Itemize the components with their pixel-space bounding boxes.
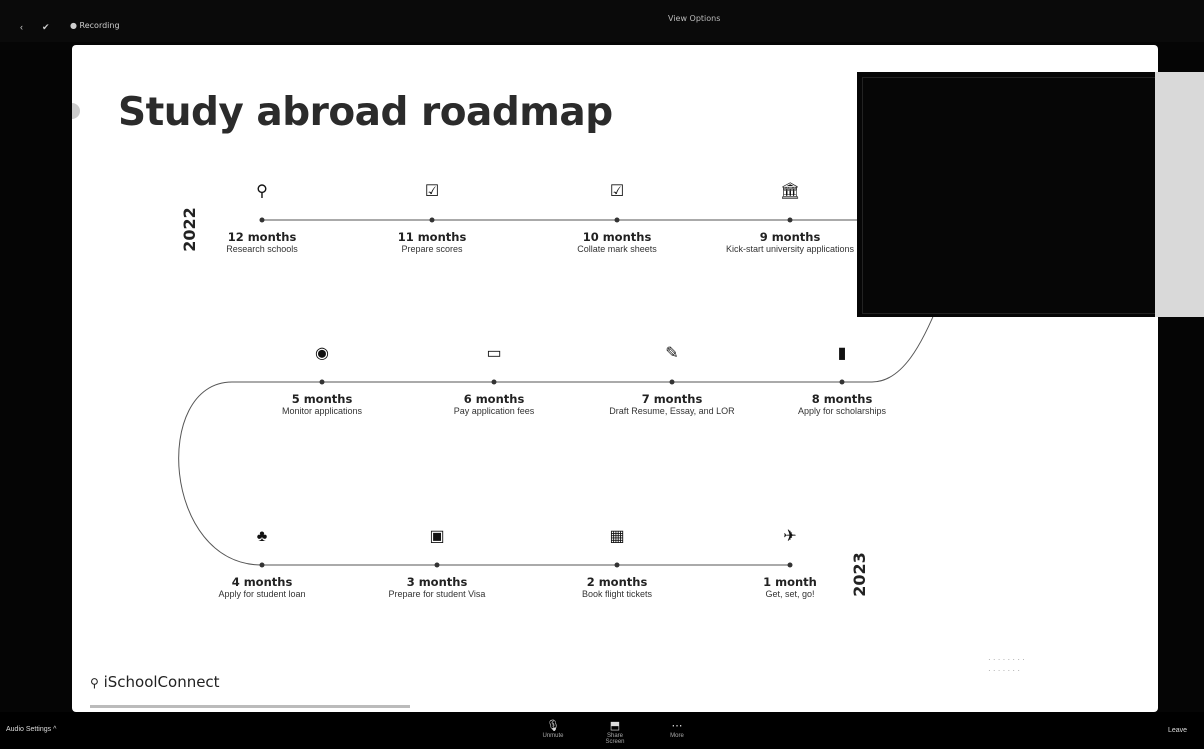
draft-document-icon: ✎ [665, 345, 679, 362]
roadmap-node [319, 379, 325, 385]
search-icon: ⚲ [256, 183, 268, 200]
video-background [1155, 72, 1204, 317]
view-options-menu[interactable]: View Options [668, 14, 721, 23]
step-description: Get, set, go! [765, 589, 815, 599]
recording-indicator[interactable]: ● Recording [70, 21, 120, 30]
screen-share-icon: ⬒ [609, 720, 621, 732]
slide-bullet-icon [72, 103, 80, 119]
more-label: More [670, 733, 684, 739]
scholarship-icon: ▮ [837, 345, 847, 362]
watermark-text: · · · · · · · ·· · · · · · · [988, 655, 1025, 675]
step-months: 6 months [463, 392, 525, 406]
roadmap-node [429, 217, 435, 223]
step-months: 9 months [759, 230, 821, 244]
step-description: Prepare for student Visa [388, 589, 486, 599]
logo: ⚲ iSchoolConnect [90, 673, 220, 691]
logo-text: iSchoolConnect [103, 673, 220, 691]
roadmap-node [669, 379, 675, 385]
unmute-label: Unmute [542, 733, 564, 739]
step-months: 3 months [406, 575, 468, 589]
payment-card-icon: ▭ [486, 345, 502, 362]
participant-video[interactable] [857, 72, 1204, 317]
clipboard-check-icon: ☑ [424, 183, 440, 200]
step-months: 1 month [763, 575, 817, 589]
piggy-bank-icon: ♣ [256, 528, 268, 545]
audio-settings-button[interactable]: Audio Settings ^ [6, 726, 57, 733]
passport-icon: ▣ [429, 528, 445, 545]
airplane-icon: ✈ [783, 528, 797, 545]
video-frame [862, 77, 1202, 314]
shield-icon[interactable]: ✔ [42, 22, 50, 32]
roadmap-node [434, 562, 440, 568]
roadmap-node [259, 217, 265, 223]
step-description: Book flight tickets [581, 589, 653, 599]
step-description: Prepare scores [401, 244, 463, 254]
roadmap-node [614, 217, 620, 223]
calendar-check-icon: ▦ [609, 528, 625, 545]
roadmap-node [491, 379, 497, 385]
slide-progress-bar [90, 705, 410, 708]
step-description: Apply for student loan [218, 589, 306, 599]
step-months: 7 months [641, 392, 703, 406]
step-months: 10 months [582, 230, 652, 244]
more-icon: ⋯ [671, 720, 683, 732]
recording-label: Recording [79, 21, 120, 30]
step-description: Collate mark sheets [577, 244, 657, 254]
step-description: Draft Resume, Essay, and LOR [609, 406, 735, 416]
step-months: 12 months [227, 230, 297, 244]
step-months: 5 months [291, 392, 353, 406]
step-months: 8 months [811, 392, 873, 406]
clipboard-check-icon: ☑ [609, 183, 625, 200]
university-icon: 🏛 [780, 183, 801, 200]
share-screen-button[interactable]: ⬒ Share Screen [600, 720, 630, 745]
step-months: 2 months [586, 575, 648, 589]
roadmap-node [614, 562, 620, 568]
step-description: Apply for scholarships [797, 406, 887, 416]
meeting-top-bar: ‹ ✔ ● Recording View Options [0, 0, 1204, 42]
step-months: 11 months [397, 230, 467, 244]
unmute-button[interactable]: 🎙 Unmute [538, 720, 568, 739]
step-months: 4 months [231, 575, 293, 589]
roadmap-node [839, 379, 845, 385]
eye-icon: ◉ [315, 345, 329, 362]
roadmap-node [787, 217, 793, 223]
roadmap-node [259, 562, 265, 568]
back-icon[interactable]: ‹ [20, 22, 23, 32]
meeting-controls-bar: Audio Settings ^ 🎙 Unmute ⬒ Share Screen… [0, 712, 1204, 749]
share-screen-label: Share Screen [605, 733, 625, 745]
step-description: Monitor applications [281, 406, 363, 416]
step-description: Research schools [226, 244, 298, 254]
step-description: Pay application fees [453, 406, 535, 416]
step-description: Kick-start university applications [725, 244, 855, 254]
location-pin-icon: ⚲ [90, 676, 99, 690]
more-button[interactable]: ⋯ More [662, 720, 692, 739]
slide-title: Study abroad roadmap [118, 90, 613, 135]
roadmap-node [787, 562, 793, 568]
leave-button[interactable]: Leave [1168, 727, 1188, 734]
microphone-icon: 🎙 [546, 720, 560, 732]
